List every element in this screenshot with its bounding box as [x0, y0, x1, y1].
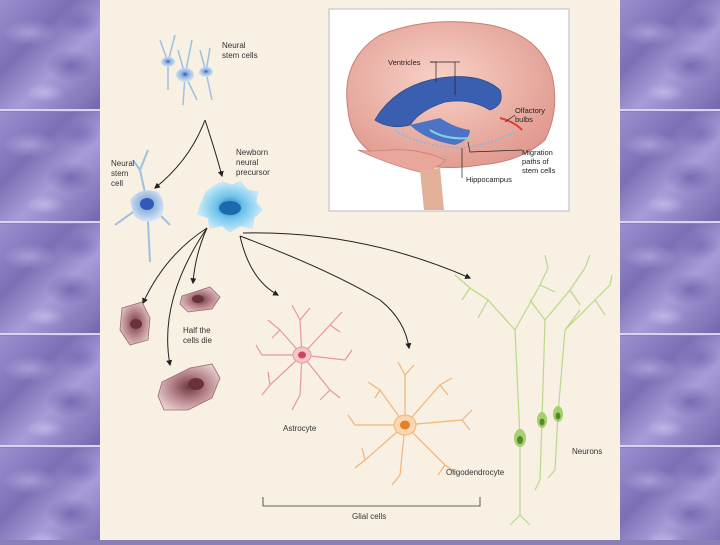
- label-neurons: Neurons: [572, 447, 602, 456]
- label-olfactory-bulbs: Olfactory bulbs: [515, 106, 547, 124]
- precursor-arrows: [142, 227, 472, 367]
- label-neural-stem-cell-left: Neural stem cell: [111, 159, 137, 188]
- glial-cells-bracket: [262, 497, 481, 507]
- neural-stem-cells-top: [159, 34, 213, 106]
- label-neural-stem-cells-top: Neural stem cells: [222, 41, 258, 60]
- label-oligodendrocyte: Oligodendrocyte: [446, 468, 505, 477]
- dying-cells: [119, 286, 221, 411]
- label-migration-paths: Migration paths of stem cells: [522, 148, 556, 175]
- right-border-panel: [620, 0, 720, 540]
- neural-stem-cell-left: [114, 149, 171, 263]
- label-ventricles: Ventricles: [388, 58, 421, 67]
- diagram-area: Neural stem cells Neural stem cell Newbo…: [100, 0, 620, 540]
- label-hippocampus: Hippocampus: [466, 175, 512, 184]
- oligodendrocyte: [347, 361, 473, 486]
- newborn-neural-precursor: [197, 181, 263, 233]
- neurons: [454, 254, 613, 526]
- label-half-cells-die: Half the cells die: [183, 326, 213, 345]
- arrow-to-left-stem: [154, 119, 206, 189]
- left-border-panel: [0, 0, 100, 540]
- stem-cell-diagram: Neural stem cells Neural stem cell Newbo…: [111, 8, 613, 526]
- label-glial-cells: Glial cells: [352, 512, 386, 521]
- label-astrocyte: Astrocyte: [283, 424, 317, 433]
- brain-inset: Ventricles Olfactory bulbs Migration pat…: [328, 8, 570, 212]
- arrow-to-precursor: [204, 119, 224, 178]
- label-newborn-precursor: Newborn neural precursor: [236, 148, 270, 177]
- astrocyte: [255, 304, 353, 411]
